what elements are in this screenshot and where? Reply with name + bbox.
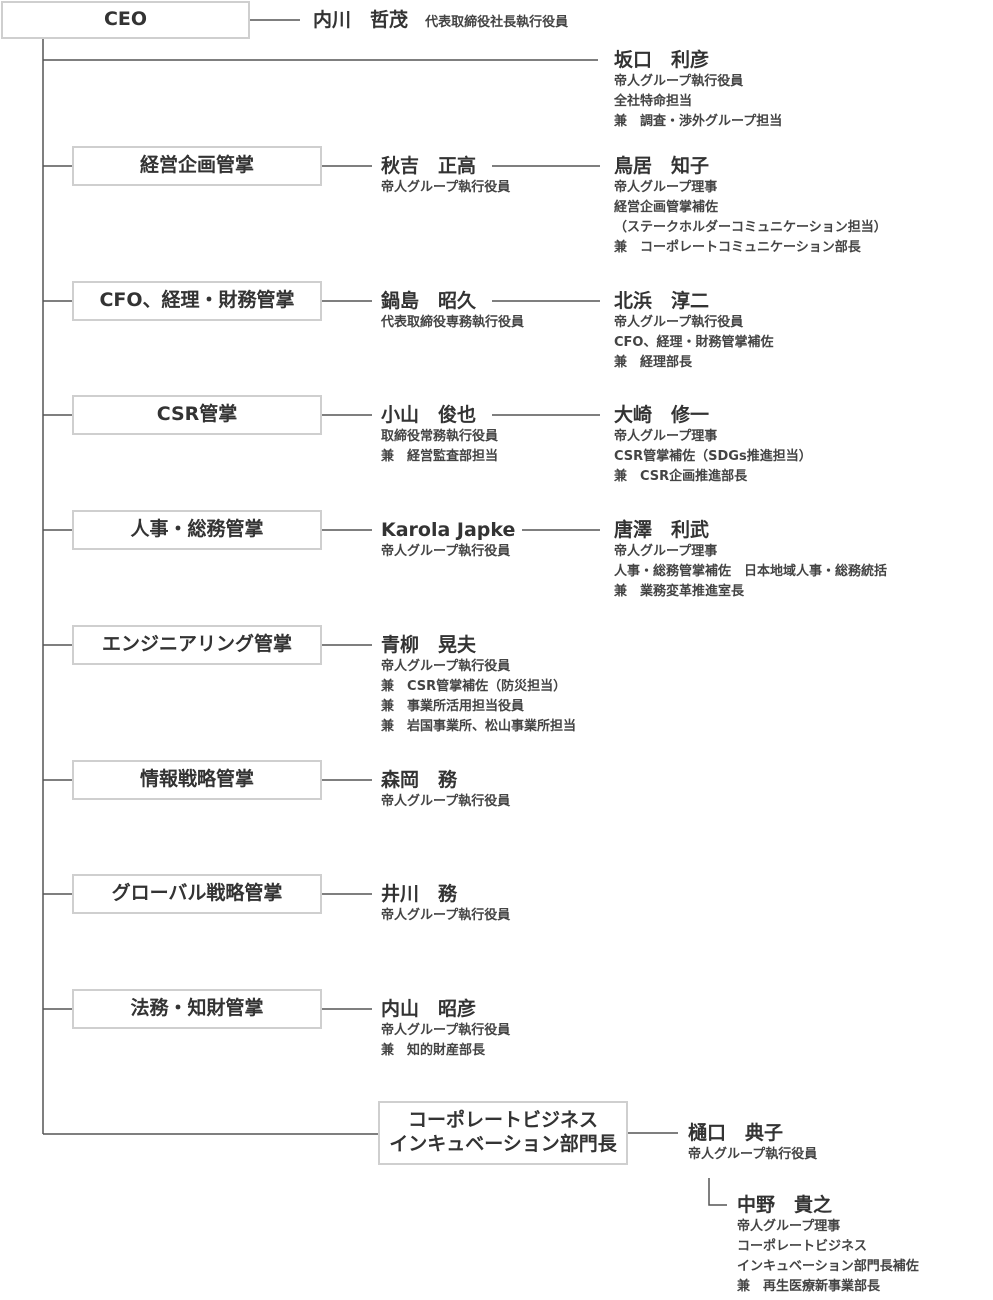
division-label: CSR管掌 [156,403,238,426]
ceo-name: 内川 哲茂 [313,9,409,31]
division-head: 青柳 晃夫 帝人グループ執行役員 兼 CSR管掌補佐（防災担当） 兼 事業所活用… [381,633,576,737]
person-role: 兼 経理部長 [614,355,693,370]
person-role: 兼 コーポレートコミュニケーション部長 [614,240,861,255]
person-role: 帝人グループ執行役員 [381,180,511,195]
person-role: 兼 再生医療新事業部長 [737,1279,881,1294]
person-role: CSR管掌補佐（SDGs推進担当） [614,449,812,464]
ceo-person: 内川 哲茂 代表取締役社長執行役員 [313,8,568,33]
person-role: 兼 知的財産部長 [381,1043,486,1058]
division-head: 小山 俊也 取締役常務執行役員 兼 経営監査部担当 [381,403,498,467]
division-sub: 大崎 修一 帝人グループ理事 CSR管掌補佐（SDGs推進担当） 兼 CSR企画… [614,403,812,487]
person-name: 森岡 務 [381,769,458,791]
person-role: コーポレートビジネス [737,1239,868,1254]
incubation-sub: 中野 貴之 帝人グループ理事 コーポレートビジネス インキュベーション部門長補佐… [737,1193,919,1297]
person-name: Karola Japke [381,519,516,541]
person-role: 帝人グループ執行役員 [381,908,511,923]
person-role: 兼 調査・渉外グループ担当 [614,114,783,129]
division-sub: 鳥居 知子 帝人グループ理事 経営企画管掌補佐 （ステークホルダーコミュニケーシ… [614,154,887,258]
division-head: 内山 昭彦 帝人グループ執行役員 兼 知的財産部長 [381,997,510,1061]
division-label: 人事・総務管掌 [130,518,264,541]
person-role: 兼 業務変革推進室長 [614,584,745,599]
person-role: 帝人グループ執行役員 [688,1147,818,1162]
person-role: 帝人グループ理事 [614,429,718,444]
person-name: 北浜 淳二 [614,290,710,312]
division-head: 井川 務 帝人グループ執行役員 [381,882,510,926]
person-role: 帝人グループ理事 [614,180,718,195]
division-box-legal-ip: 法務・知財管掌 [72,989,322,1029]
person-name: 小山 俊也 [381,404,477,426]
person-role: 人事・総務管掌補佐 日本地域人事・総務統括 [614,564,888,579]
person-name: 唐澤 利武 [614,519,710,541]
person-role: 帝人グループ執行役員 [381,1023,511,1038]
division-box-csr: CSR管掌 [72,395,322,435]
person-name: 井川 務 [381,883,458,905]
division-label: CFO、経理・財務管掌 [99,289,295,312]
division-sub: 北浜 淳二 帝人グループ執行役員 CFO、経理・財務管掌補佐 兼 経理部長 [614,289,773,373]
person-name: 坂口 利彦 [614,49,710,71]
division-box-global-strategy: グローバル戦略管掌 [72,874,322,914]
division-box-engineering: エンジニアリング管掌 [72,625,322,665]
incubation-label-line1: コーポレートビジネス [407,1109,598,1132]
incubation-label-line2: インキュベーション部門長 [389,1133,617,1155]
division-box-cfo-finance: CFO、経理・財務管掌 [72,281,322,321]
person-role: 経営企画管掌補佐 [614,200,719,215]
incubation-box: コーポレートビジネス インキュベーション部門長 [378,1101,628,1165]
division-box-hr-general-affairs: 人事・総務管掌 [72,510,322,550]
person-role: 兼 CSR企画推進部長 [614,469,748,484]
person-role: 帝人グループ執行役員 [614,74,744,89]
person-role: 帝人グループ理事 [737,1219,841,1234]
person-name: 秋吉 正高 [381,155,477,177]
person-role: 取締役常務執行役員 [381,429,499,444]
division-label: エンジニアリング管掌 [101,633,292,656]
ceo-title: 代表取締役社長執行役員 [425,15,569,30]
person-role: CFO、経理・財務管掌補佐 [614,335,774,350]
person-role: インキュベーション部門長補佐 [737,1259,919,1274]
division-box-information-strategy: 情報戦略管掌 [72,760,322,800]
person-role: 帝人グループ執行役員 [381,659,511,674]
person-role: 帝人グループ執行役員 [381,544,511,559]
person-role: 兼 経営監査部担当 [381,449,499,464]
person-name: 内山 昭彦 [381,998,477,1020]
division-head: 森岡 務 帝人グループ執行役員 [381,768,510,812]
person-name: 大崎 修一 [614,404,710,426]
division-sub: 唐澤 利武 帝人グループ理事 人事・総務管掌補佐 日本地域人事・総務統括 兼 業… [614,518,887,602]
division-label: 法務・知財管掌 [130,997,264,1020]
person-role: 兼 岩国事業所、松山事業所担当 [381,719,577,734]
person-role: 兼 事業所活用担当役員 [381,699,525,714]
division-head: 鍋島 昭久 代表取締役専務執行役員 [381,289,524,333]
person-name: 鍋島 昭久 [381,290,477,312]
incubation-head: 樋口 典子 帝人グループ執行役員 [688,1121,817,1165]
person-role: 兼 CSR管掌補佐（防災担当） [381,679,567,694]
person-name: 樋口 典子 [688,1122,784,1144]
person-role: 代表取締役専務執行役員 [381,315,525,330]
person-role: 帝人グループ執行役員 [614,315,744,330]
person-role: 帝人グループ理事 [614,544,718,559]
division-label: 情報戦略管掌 [139,768,254,791]
person-name: 中野 貴之 [737,1194,833,1216]
person-role: 帝人グループ執行役員 [381,794,511,809]
ceo-label: CEO [103,8,148,31]
person-name: 鳥居 知子 [614,155,710,177]
direct-report-0: 坂口 利彦 帝人グループ執行役員 全社特命担当 兼 調査・渉外グループ担当 [614,48,782,132]
person-name: 青柳 晃夫 [381,634,477,656]
division-head: 秋吉 正高 帝人グループ執行役員 [381,154,510,198]
division-label: 経営企画管掌 [139,154,254,177]
division-head: Karola Japke 帝人グループ執行役員 [381,518,515,562]
division-box-management-planning: 経営企画管掌 [72,146,322,186]
person-role: （ステークホルダーコミュニケーション担当） [614,220,887,235]
ceo-box: CEO [1,1,250,39]
division-label: グローバル戦略管掌 [111,882,283,905]
person-role: 全社特命担当 [614,94,693,109]
